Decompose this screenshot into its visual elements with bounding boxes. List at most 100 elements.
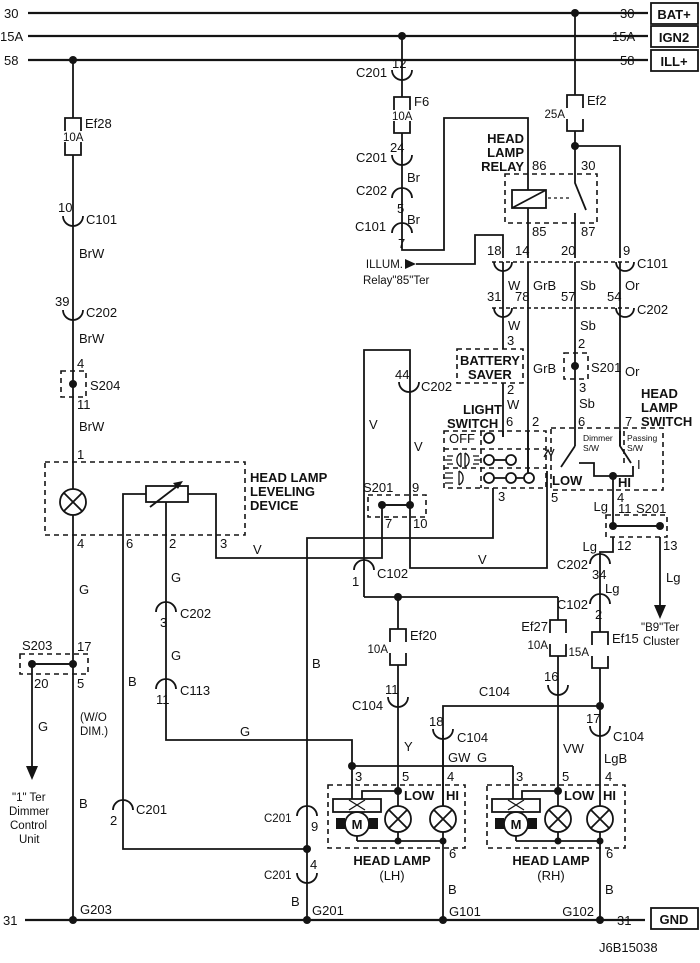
dimmer-ctl-label: "1" Ter <box>12 792 46 804</box>
battery-saver-title: SAVER <box>468 367 512 382</box>
wire-g-label: G <box>38 719 48 734</box>
pin-1: 1 <box>77 447 84 462</box>
headlamp-icon <box>443 470 464 486</box>
terminal-gnd: GND <box>660 912 689 927</box>
symbols <box>32 69 660 884</box>
wire-br-label: Br <box>407 212 421 227</box>
connector-c101-label: C101 <box>637 256 668 271</box>
headlamp-switch-title: LAMP <box>641 400 678 415</box>
relay-title: HEAD <box>487 131 524 146</box>
splice-s201-mid-box <box>563 352 589 380</box>
rh-hi-label: HI <box>603 788 616 803</box>
fuse-ef28-rating: 10A <box>63 132 84 144</box>
connector-c202-label: C202 <box>421 379 452 394</box>
wire-brw-label: BrW <box>79 331 105 346</box>
illum-note: ILLUM. <box>366 259 403 271</box>
pin-17: 17 <box>586 711 600 726</box>
pin-10: 10 <box>413 516 427 531</box>
pin-57: 57 <box>561 289 575 304</box>
rh-hi-bulb-x <box>590 809 610 829</box>
rh-motor-label: M <box>511 817 522 832</box>
connector-c102-1-icon <box>353 559 375 571</box>
connector-c102-2-icon <box>589 593 611 605</box>
lh-motor-label: M <box>352 817 363 832</box>
splice-s201-label: S201 <box>591 360 621 375</box>
dimmer-hi-link <box>579 462 613 477</box>
fuse-ef15-rating: 15A <box>569 647 590 659</box>
wire-brw-label: BrW <box>79 419 105 434</box>
wire-b-switch-ground <box>306 488 494 920</box>
wire-y-label: Y <box>404 739 413 754</box>
pin-20: 20 <box>561 243 575 258</box>
pin-5: 5 <box>551 490 558 505</box>
leveling-title: HEAD LAMP <box>250 470 328 485</box>
fuse-ef2-rating: 25A <box>545 109 566 121</box>
wire-relay-contact <box>574 174 587 258</box>
fuse-ef27-label: Ef27 <box>521 619 548 634</box>
connector-c104-17-icon <box>589 725 611 737</box>
pin-12: 12 <box>392 56 406 71</box>
illum-arrow-icon <box>405 259 416 269</box>
wire-b-label: B <box>605 882 614 897</box>
lh-hi-label: HI <box>446 788 459 803</box>
terminal-boxes: BAT+ IGN2 ILL+ GND <box>650 2 699 930</box>
pin-9: 9 <box>311 819 318 834</box>
connector-c104-label: C104 <box>479 684 510 699</box>
wire-brw-label: BrW <box>79 246 105 261</box>
pin-78: 78 <box>515 289 529 304</box>
dimmer-ctl-label: Control <box>10 820 47 832</box>
pin-11: 11 <box>618 501 632 516</box>
fuse-ef15-label: Ef15 <box>612 631 639 646</box>
bus-lines <box>25 11 648 922</box>
pin-12: 12 <box>617 538 631 553</box>
fuse-ef2-label: Ef2 <box>587 93 607 108</box>
connector-c201-24-icon <box>391 154 413 166</box>
pin-17: 17 <box>77 639 91 654</box>
wire-f6-coil <box>401 36 529 258</box>
fuse-ef28-icon <box>64 117 82 156</box>
pin-6: 6 <box>126 536 133 551</box>
bus-15a-label: 15A <box>0 29 23 44</box>
pin-18: 18 <box>487 243 501 258</box>
pin-14: 14 <box>515 243 529 258</box>
pin-10: 10 <box>58 200 72 215</box>
fuse-ef27-rating: 10A <box>528 640 549 652</box>
fuse-ef20-label: Ef20 <box>410 628 437 643</box>
switch-contact <box>505 454 517 466</box>
wire-vw-label: VW <box>563 741 585 756</box>
pin-54: 54 <box>607 289 621 304</box>
fuse-ef15-icon <box>591 631 609 669</box>
pin-6: 6 <box>449 846 456 861</box>
wire-sb-label: Sb <box>580 318 596 333</box>
connector-c201-label: C201 <box>136 802 167 817</box>
wire-g-label: G <box>79 582 89 597</box>
dimmer-detent-icon <box>543 448 555 458</box>
connector-c202-label: C202 <box>180 606 211 621</box>
connector-c113-label: C113 <box>180 683 210 698</box>
pin-1: 1 <box>352 574 359 589</box>
pin-4: 4 <box>77 356 84 371</box>
lh-title: (LH) <box>379 868 404 883</box>
bus-58-label: 58 <box>620 53 634 68</box>
pin-2: 2 <box>595 607 602 622</box>
wire-b-label: B <box>291 894 300 909</box>
splice-s203-box <box>19 653 89 675</box>
pin-3: 3 <box>498 489 505 504</box>
pin-9: 9 <box>623 243 630 258</box>
splice-s201-left-box <box>367 494 427 518</box>
splice-links <box>32 504 660 665</box>
connector-c202-39-icon <box>62 309 84 321</box>
connector-c104-label: C104 <box>613 729 644 744</box>
connector-c113-11-icon <box>155 678 177 690</box>
wire-lg-label: Lg <box>594 499 608 514</box>
dimmer-hi-label: HI <box>618 475 631 490</box>
wire-hi-beam <box>442 476 661 806</box>
wire-gw-label: GW <box>448 750 471 765</box>
potentiometer-arrowhead <box>173 481 183 489</box>
pin-2: 2 <box>507 382 514 397</box>
connector-c202-label: C202 <box>356 183 387 198</box>
connector-c101-7-icon <box>391 222 413 234</box>
relay-coil-diagonal <box>511 189 547 209</box>
connector-c104-label: C104 <box>352 698 383 713</box>
